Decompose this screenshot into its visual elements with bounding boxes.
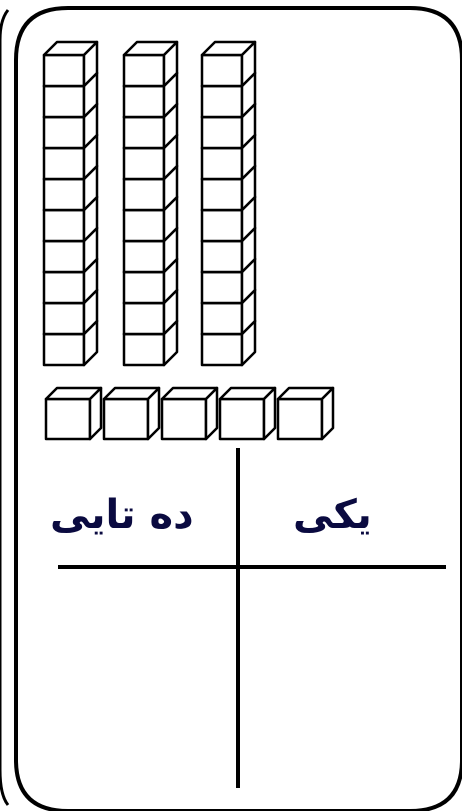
rod-cube-front xyxy=(44,334,84,365)
rod-cube-front xyxy=(44,86,84,117)
rod-cube-front xyxy=(202,117,242,148)
rod-cube-front xyxy=(44,210,84,241)
unit-cube-side xyxy=(148,388,159,439)
ones-cube xyxy=(162,388,217,439)
rod-cube-front xyxy=(202,148,242,179)
rod-cube-front xyxy=(202,303,242,334)
ones-cube xyxy=(104,388,159,439)
rod-cube-front xyxy=(44,148,84,179)
ones-cube xyxy=(220,388,275,439)
unit-cube-front xyxy=(278,399,322,439)
unit-cube-front xyxy=(104,399,148,439)
ones-cube xyxy=(46,388,101,439)
rod-cube-front xyxy=(124,148,164,179)
rod-cube-front xyxy=(202,179,242,210)
rod-cube-front xyxy=(124,179,164,210)
rod-cube-front xyxy=(124,117,164,148)
rod-cube-front xyxy=(202,334,242,365)
rod-cube-front xyxy=(202,210,242,241)
rod-cube-front xyxy=(202,55,242,86)
tens-column-header: ده تایی xyxy=(50,495,194,535)
unit-cube-front xyxy=(46,399,90,439)
rod-cube-front xyxy=(44,179,84,210)
rod-cube-front xyxy=(124,86,164,117)
tens-rods-group xyxy=(44,42,255,365)
rod-cube-front xyxy=(44,241,84,272)
rod-cube-front xyxy=(124,210,164,241)
rod-cube-front xyxy=(202,272,242,303)
ones-column-header: یکی xyxy=(293,495,372,535)
rod-cube-front xyxy=(44,272,84,303)
rod-cube-front xyxy=(44,303,84,334)
rod-cube-front xyxy=(124,303,164,334)
rod-cube-front xyxy=(124,272,164,303)
unit-cube-side xyxy=(206,388,217,439)
ones-cubes-group xyxy=(46,388,333,439)
unit-cube-side xyxy=(264,388,275,439)
rod-cube-front xyxy=(124,241,164,272)
left-bracket xyxy=(0,10,8,805)
unit-cube-side xyxy=(90,388,101,439)
rod-cube-front xyxy=(44,55,84,86)
rod-cube-front xyxy=(124,55,164,86)
unit-cube-front xyxy=(162,399,206,439)
tens-rod xyxy=(44,42,97,365)
rod-cube-front xyxy=(44,117,84,148)
unit-cube-side xyxy=(322,388,333,439)
rod-cube-front xyxy=(202,241,242,272)
ones-cube xyxy=(278,388,333,439)
tens-rod xyxy=(124,42,177,365)
rod-cube-front xyxy=(202,86,242,117)
rod-cube-front xyxy=(124,334,164,365)
tens-rod xyxy=(202,42,255,365)
unit-cube-front xyxy=(220,399,264,439)
